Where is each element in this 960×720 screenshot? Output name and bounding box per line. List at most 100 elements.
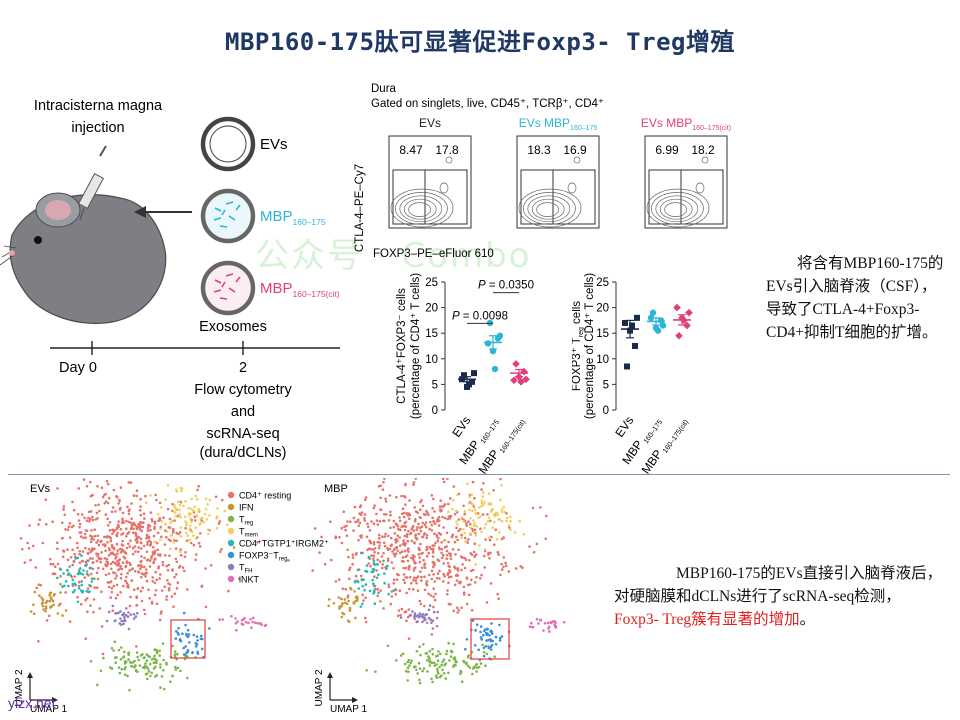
umap-cell (418, 612, 422, 615)
umap-cell (171, 531, 175, 534)
umap-cell (40, 596, 43, 600)
umap-cell (133, 523, 137, 526)
umap-cell (447, 641, 451, 645)
umap-cell (77, 487, 81, 490)
umap-cell (491, 526, 494, 529)
umap-cell (453, 583, 457, 587)
umap-cell (446, 517, 450, 521)
umap-cell (411, 524, 415, 528)
umap-cell (472, 524, 476, 527)
umap-cell (484, 664, 487, 667)
umap-cell (151, 550, 155, 554)
umap-cell (425, 580, 429, 583)
umap-cell (563, 620, 566, 624)
umap-cell (115, 583, 119, 587)
umap-cell (90, 529, 93, 532)
umap-cell (490, 622, 493, 625)
umap-cell (153, 551, 157, 555)
umap-cell (79, 535, 83, 538)
umap-cell (348, 566, 352, 569)
umap-cell (120, 668, 124, 671)
umap-cell (117, 611, 120, 615)
umap-cell (100, 539, 103, 543)
umap-cell (372, 557, 375, 560)
umap-cell (419, 602, 423, 606)
umap-cell (403, 534, 407, 538)
umap-cell (470, 493, 474, 497)
umap-cell (192, 543, 196, 547)
umap-cell (119, 610, 122, 613)
umap-cell (97, 543, 101, 547)
umap-cell (346, 520, 349, 523)
umap-cell (415, 528, 419, 531)
umap-cell (467, 502, 471, 505)
umap-cell (176, 666, 180, 670)
legend-label: Treg (239, 515, 253, 527)
umap-cell (451, 533, 455, 537)
umap-cell (436, 610, 440, 614)
readout-line: (dura/dCLNs) (199, 445, 286, 461)
umap-cell (107, 585, 111, 589)
umap-cell (188, 641, 191, 644)
umap-cell (146, 543, 149, 546)
injection-schematic: Intracisterna magna injection EVs MBP160… (0, 98, 340, 461)
umap-cell (33, 590, 37, 594)
umap-cell (192, 534, 195, 537)
umap-cell (71, 548, 74, 552)
umap-cell (437, 524, 441, 527)
umap-cell (139, 589, 143, 593)
umap-cell (443, 546, 447, 549)
umap-cell (148, 662, 152, 666)
umap-cell (152, 534, 156, 538)
umap-cell (84, 564, 87, 567)
umap-cell (156, 548, 160, 552)
umap-cell (124, 613, 128, 617)
umap-cell (126, 505, 129, 509)
umap-cell (441, 478, 445, 480)
umap-cell (46, 599, 49, 603)
umap-cell (410, 539, 414, 543)
umap-cell (402, 515, 406, 519)
umap-cell (489, 510, 493, 513)
umap-cell (367, 556, 371, 560)
umap-cell (175, 630, 178, 633)
umap-cell (372, 584, 376, 588)
umap-cell (142, 544, 146, 548)
umap-cell (431, 507, 434, 510)
umap-cell (178, 564, 182, 568)
umap-cell (103, 543, 107, 546)
highlight-box-evs (170, 619, 206, 659)
umap-cell (446, 572, 450, 575)
umap-cell (419, 653, 422, 657)
umap-cell (353, 505, 357, 509)
umap-cell (437, 672, 440, 675)
umap-cell (465, 661, 468, 665)
umap-cell (111, 532, 114, 536)
umap-cell (434, 541, 437, 545)
umap-cell (419, 542, 422, 546)
umap-cell (37, 640, 40, 643)
umap-cell (110, 646, 114, 650)
umap-cell (475, 525, 479, 528)
footer-site[interactable]: ylzx.net (8, 695, 56, 711)
umap-cell (137, 658, 140, 662)
umap-cell (479, 630, 482, 634)
umap-cell (465, 524, 469, 527)
umap-cell (56, 487, 59, 490)
umap-cell (138, 564, 141, 567)
umap-cell (471, 509, 474, 513)
umap-cell (109, 552, 113, 555)
flow-gate-right (424, 169, 468, 225)
umap-cell (127, 611, 130, 614)
umap-cell (96, 577, 100, 581)
data-point (685, 308, 693, 317)
umap-cell (390, 561, 394, 564)
umap-cell (432, 595, 435, 598)
umap-cell (184, 551, 187, 554)
umap-cell (135, 651, 139, 654)
umap-cell (406, 679, 410, 682)
umap-cell (430, 621, 433, 624)
umap-cell (144, 575, 147, 578)
umap-cell (119, 591, 122, 594)
umap-cell (106, 517, 109, 521)
